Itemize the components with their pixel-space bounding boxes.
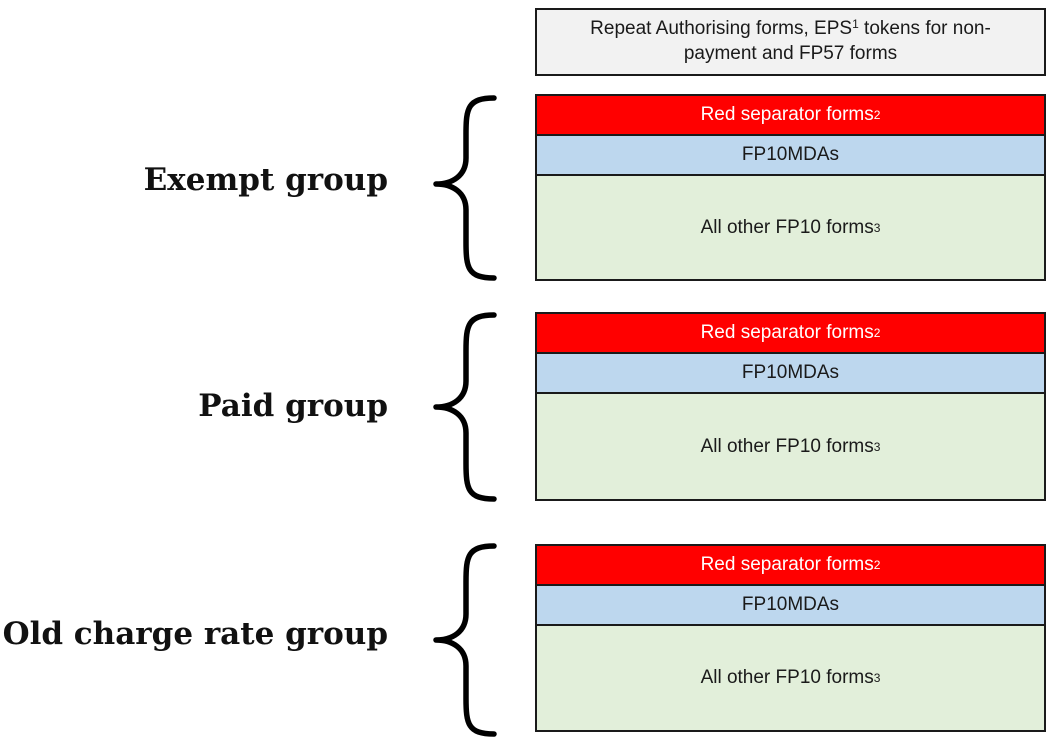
fp10mdas-row: FP10MDAs <box>535 352 1046 394</box>
repeat-authorising-forms-box: Repeat Authorising forms, EPS1 tokens fo… <box>535 8 1046 76</box>
old-charge-rate-group-brace-icon <box>433 543 497 737</box>
footnote-1: 1 <box>852 17 859 32</box>
repeat-authorising-forms-text: Repeat Authorising forms, EPS1 tokens fo… <box>590 17 991 64</box>
exempt-group-brace-icon <box>433 95 497 281</box>
exempt-group-label: Exempt group <box>143 162 388 198</box>
paid-group-label: Paid group <box>198 388 388 424</box>
paid-group-brace-icon <box>433 312 497 502</box>
fp10mdas-row: FP10MDAs <box>535 584 1046 626</box>
fp10mdas-row: FP10MDAs <box>535 134 1046 176</box>
old-charge-rate-group-label: Old charge rate group <box>2 616 388 652</box>
